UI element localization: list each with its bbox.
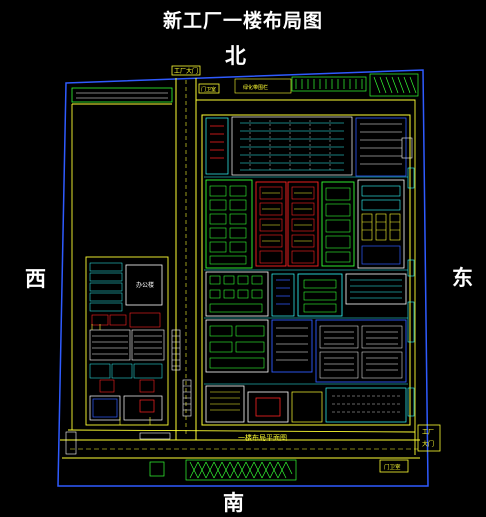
middle-production-zone	[205, 179, 405, 269]
west-office-building	[85, 256, 169, 426]
east-label: 东	[452, 265, 473, 290]
north-rack-area	[205, 116, 413, 177]
north-gate-label: 工厂大门	[174, 67, 198, 75]
south-green-belt	[149, 459, 297, 481]
south-label: 南	[223, 490, 244, 515]
page-title: 新工厂一楼布局图	[162, 10, 323, 32]
south-guard-label: 门卫室	[384, 463, 401, 471]
south-workshop-zone	[205, 271, 407, 423]
main-factory-building	[201, 114, 411, 426]
west-label: 西	[25, 266, 46, 291]
north-label: 北	[225, 43, 246, 68]
top-green-belt	[291, 73, 419, 97]
internal-corridors	[204, 176, 408, 385]
site-walls	[60, 99, 420, 459]
north-gate-road	[171, 65, 201, 440]
east-equipment	[407, 167, 415, 417]
office-label: 办公楼	[136, 281, 154, 289]
east-gate-label-2: 大门	[422, 440, 434, 448]
site-boundary	[57, 69, 429, 487]
north-guard-label: 门卫室	[201, 86, 216, 93]
top-strip-frame	[234, 78, 292, 94]
top-left-strip	[71, 87, 173, 103]
top-strip-label: 绿化带围栏	[243, 84, 268, 91]
south-guard-room	[379, 459, 409, 473]
floor-plan-label: 一楼布局平面图	[238, 433, 287, 442]
east-gate	[417, 424, 441, 452]
parking-strip	[65, 329, 192, 455]
north-guard-room	[198, 83, 220, 94]
east-gate-label-1: 工厂	[422, 429, 434, 436]
